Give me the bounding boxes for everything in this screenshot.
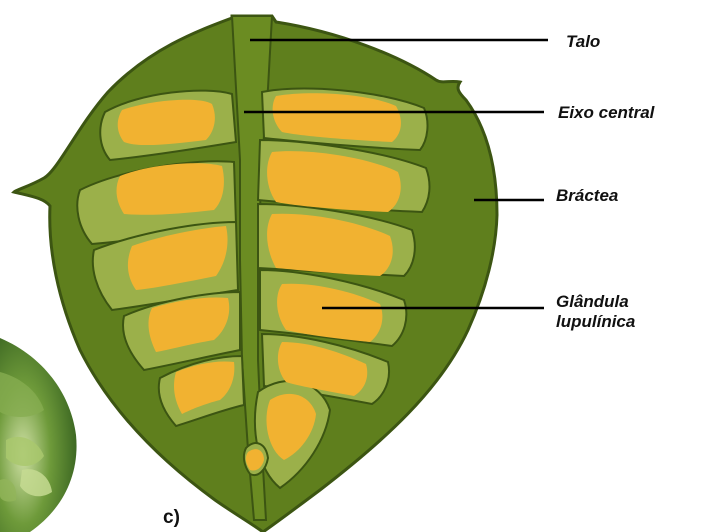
panel-label: c) xyxy=(163,509,180,527)
label-glandula-line2: lupulínica xyxy=(556,313,635,331)
label-glandula-line1: Glândula xyxy=(556,293,629,311)
label-bractea: Bráctea xyxy=(556,187,618,205)
hop-cone-photo xyxy=(0,338,77,532)
label-talo: Talo xyxy=(566,33,600,51)
label-eixo-central: Eixo central xyxy=(558,104,654,122)
